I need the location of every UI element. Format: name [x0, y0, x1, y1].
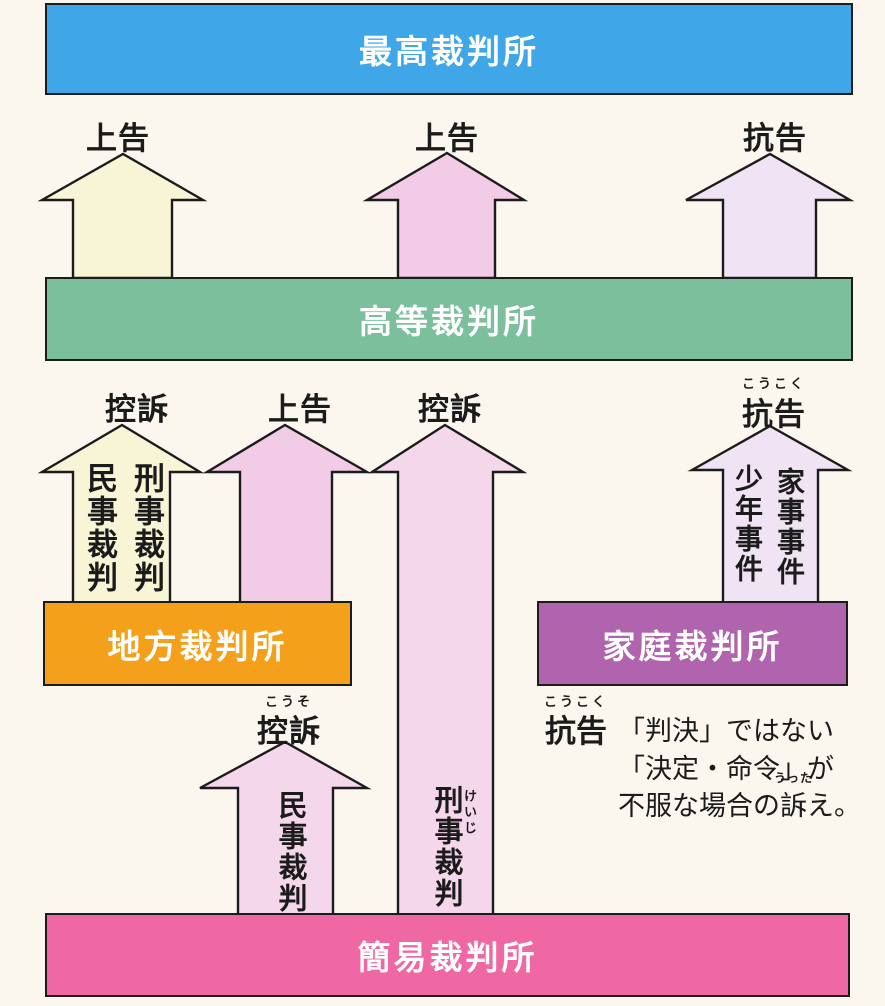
note-kokoku-furigana: こうこく — [543, 694, 609, 709]
note-text-line3: 不服な場合のうった訴え。 — [618, 771, 861, 823]
kokoku-label-mid-right: 抗告 — [742, 397, 806, 432]
note-kokoku-label: 抗告 — [545, 714, 607, 749]
juvenile-cases-text: 少年事件 — [732, 464, 763, 584]
family-cases-text: 家事事件 — [774, 467, 805, 587]
civil-trial-text-district: 民事裁判 — [82, 462, 117, 594]
jokoku-label-top-mid: 上告 — [415, 121, 479, 156]
jokoku-arrow-district-to-high — [202, 423, 372, 605]
district-court-bar: 地方裁判所 — [43, 601, 352, 686]
note-line3-post: え。 — [807, 791, 861, 821]
high-court-bar: 高等裁判所 — [45, 277, 853, 361]
summary-court-label: 簡易裁判所 — [357, 939, 538, 976]
note-line3-ruby-base: うった訴 — [773, 771, 814, 821]
koso-arrow-summary-to-district — [199, 740, 372, 917]
kokoku-label-top-right: 抗告 — [743, 121, 807, 156]
supreme-court-label: 最高裁判所 — [359, 33, 539, 70]
koso-label-mid-center: 控訴 — [418, 392, 482, 427]
koso-label-mid-left: 控訴 — [105, 392, 169, 427]
criminal-trial-furigana: けいじ — [462, 789, 477, 837]
kokoku-arrow-family-to-high — [687, 424, 853, 605]
note-line3-pre: 不服な場合の — [618, 791, 780, 821]
jokoku-label-mid: 上告 — [268, 392, 332, 427]
koso-arrow-summary-to-high — [367, 423, 528, 917]
note-text-line1: 「判決」ではない — [618, 716, 834, 746]
high-court-label: 高等裁判所 — [359, 303, 539, 340]
jokoku-label-top-left: 上告 — [86, 121, 150, 156]
koso-arrow-district-to-high — [37, 423, 205, 605]
family-court-bar: 家庭裁判所 — [537, 601, 848, 686]
supreme-court-bar: 最高裁判所 — [45, 3, 853, 95]
district-court-label: 地方裁判所 — [107, 627, 288, 665]
koso-label-bottom: 控訴 — [257, 714, 321, 749]
kokoku-furigana-mid-right: こうこく — [741, 376, 807, 391]
civil-trial-text-summary: 民事裁判 — [274, 790, 306, 914]
jokoku-arrow-from-high-mid — [362, 151, 529, 280]
koso-furigana-bottom: こうそ — [264, 694, 314, 709]
criminal-trial-text-district: 刑事裁判 — [129, 462, 164, 594]
kokoku-arrow-from-high-right — [685, 152, 855, 280]
criminal-trial-text-tall: 刑事裁判 — [430, 785, 462, 909]
summary-court-bar: 簡易裁判所 — [45, 913, 850, 997]
note-line3-ruby: うった — [773, 771, 814, 785]
family-court-label: 家庭裁判所 — [602, 627, 783, 665]
jokoku-arrow-from-high-left — [37, 152, 208, 280]
note-text-line2: 「決定・命令」が — [618, 754, 834, 784]
